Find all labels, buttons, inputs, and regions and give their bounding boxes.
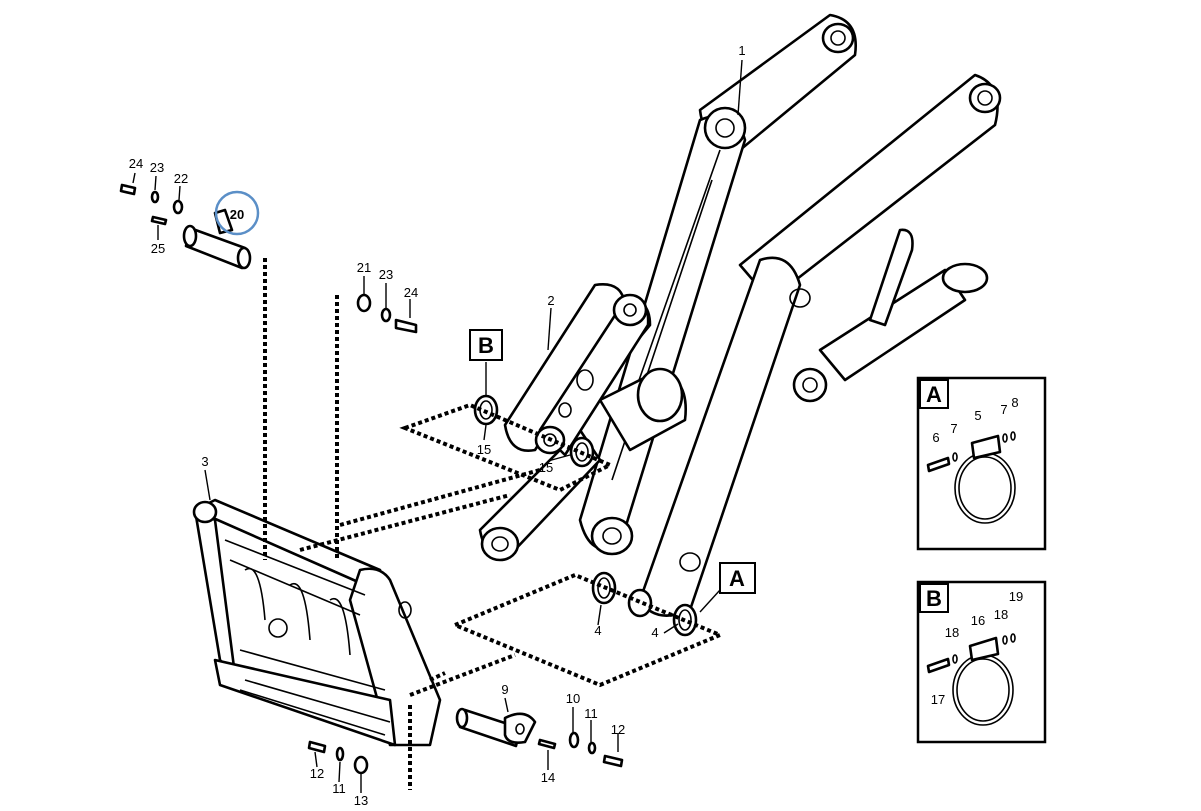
- detail-a-label-7a: 7: [950, 421, 957, 436]
- detail-a-label-7b: 7: [1000, 402, 1007, 417]
- callout-23b: 23: [379, 267, 393, 282]
- callout-13: 13: [354, 793, 368, 808]
- ref-tag-b: B: [469, 329, 503, 361]
- callout-11: 11: [584, 706, 598, 721]
- callout-25: 25: [151, 241, 165, 256]
- callout-1: 1: [738, 43, 745, 58]
- callout-21: 21: [357, 260, 371, 275]
- detail-a-panel: A 5 6 7 7 8: [916, 376, 1047, 551]
- callout-2: 2: [547, 293, 554, 308]
- boom-arm-right: [638, 73, 1002, 617]
- detail-a-label-5: 5: [974, 408, 981, 423]
- svg-text:B: B: [478, 333, 494, 358]
- detail-a-tag: A: [926, 382, 942, 407]
- callout-12: 12: [611, 722, 625, 737]
- callout-24a: 24: [129, 156, 143, 171]
- hardware-24-23-22-25: [119, 183, 184, 226]
- detail-b-label-19: 19: [1009, 589, 1023, 604]
- callout-20: 20: [230, 207, 244, 222]
- cross-tube: [598, 367, 687, 452]
- callout-22: 22: [174, 171, 188, 186]
- assembly-dash-lines: [263, 258, 726, 790]
- callout-10: 10: [566, 691, 580, 706]
- callout-9: 9: [501, 682, 508, 697]
- callout-15a: 15: [477, 442, 491, 457]
- callout-14: 14: [541, 770, 555, 785]
- leader-lines: [132, 59, 743, 793]
- highlight-circle-20: [214, 190, 260, 236]
- detail-b-label-17: 17: [931, 692, 945, 707]
- pin-9-assembly: [455, 707, 624, 768]
- detail-b-label-18a: 18: [945, 625, 959, 640]
- link-bracket: [503, 282, 650, 457]
- pin-20: [182, 208, 252, 270]
- callout-12b: 12: [310, 766, 324, 781]
- hardware-21-23-24: [356, 293, 418, 334]
- callout-4a: 4: [594, 623, 601, 638]
- detail-a-label-6: 6: [932, 430, 939, 445]
- hydraulic-cylinder: [792, 228, 989, 403]
- hardware-12-11-13: [307, 740, 369, 775]
- rings-4: [591, 571, 698, 637]
- detail-b-panel: B 16 17 18 18 19: [916, 580, 1047, 744]
- detail-b-label-18b: 18: [994, 607, 1008, 622]
- detail-b-tag: B: [926, 586, 942, 611]
- detail-a-label-8: 8: [1011, 395, 1018, 410]
- boom-arm-inner: [578, 106, 747, 556]
- callout-3: 3: [201, 454, 208, 469]
- coupler-frame: [192, 498, 442, 747]
- svg-text:A: A: [729, 566, 745, 591]
- callout-23a: 23: [150, 160, 164, 175]
- detail-b-label-16: 16: [971, 613, 985, 628]
- ref-tag-a: A: [719, 562, 756, 594]
- callout-15b: 15: [539, 460, 553, 475]
- callout-4b: 4: [651, 625, 658, 640]
- callout-11b: 11: [332, 781, 346, 796]
- callout-24b: 24: [404, 285, 418, 300]
